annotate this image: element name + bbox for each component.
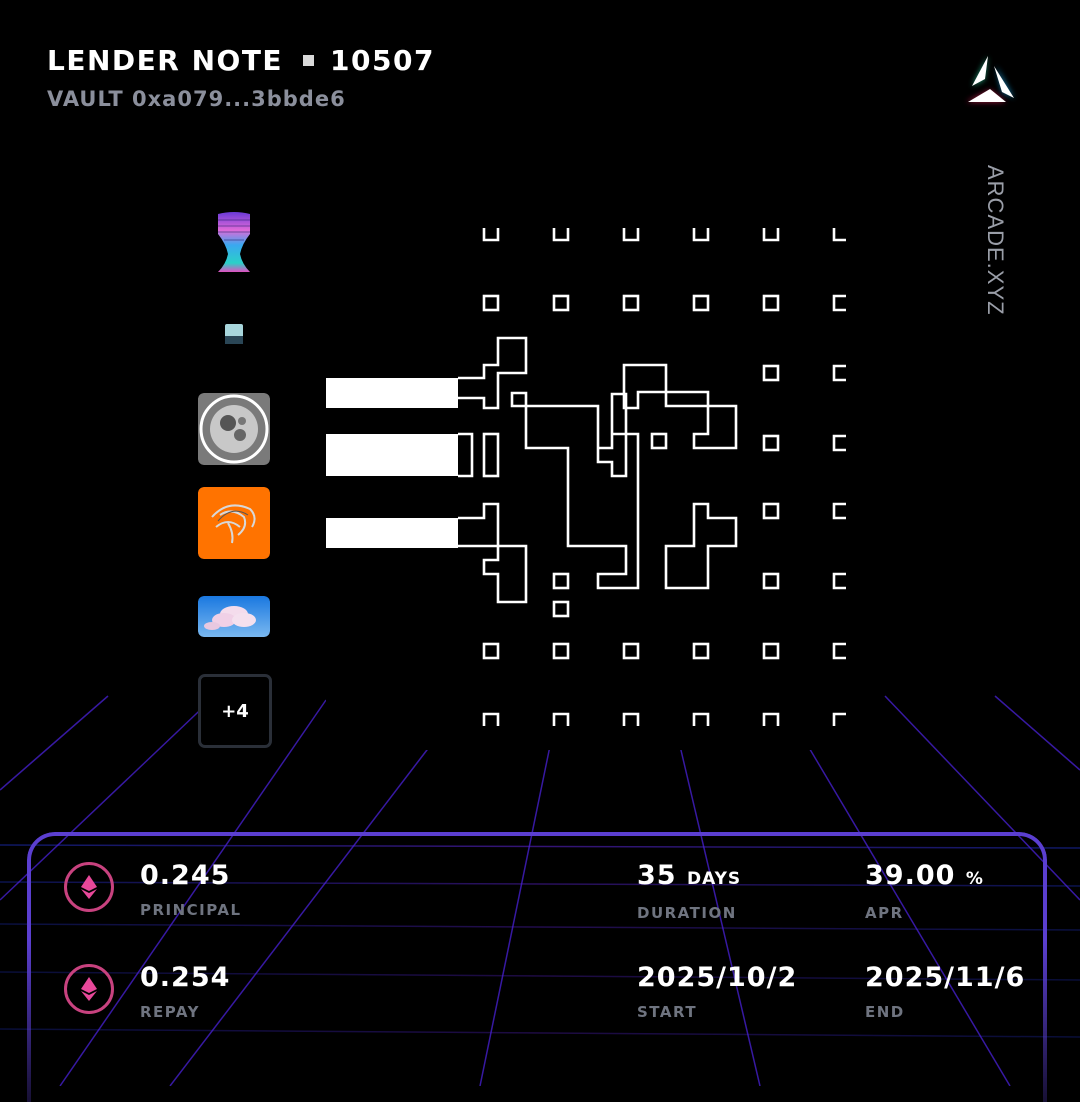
note-header: LENDER NOTE 10507 VAULT 0xa079...3bbde6: [47, 44, 435, 111]
generative-maze-art: [326, 210, 866, 750]
vault-address[interactable]: VAULT 0xa079...3bbde6: [47, 87, 346, 111]
note-id: 10507: [330, 44, 435, 77]
repay-ethereum-icon: [64, 964, 114, 1014]
apr-value: 39.00: [865, 860, 956, 891]
apr-unit: %: [965, 869, 984, 889]
repay-value: 0.254: [140, 962, 231, 993]
collateral-item-moon[interactable]: [198, 393, 270, 465]
principal-label: PRINCIPAL: [140, 901, 242, 919]
start-date-value: 2025/10/2: [637, 962, 798, 993]
apr-stat: 39.00 % APR: [865, 860, 984, 923]
repay-stat: 0.254 REPAY: [140, 962, 231, 1022]
collateral-item-clouds[interactable]: [198, 596, 270, 637]
start-date-label: START: [637, 1003, 698, 1021]
arcade-logo-icon[interactable]: [962, 52, 1024, 108]
duration-stat: 35 DAYS DURATION: [637, 860, 742, 923]
end-date-value: 2025/11/6: [865, 962, 1026, 993]
principal-value: 0.245: [140, 860, 231, 891]
duration-unit: DAYS: [686, 869, 742, 889]
duration-value: 35: [637, 860, 677, 891]
repay-label: REPAY: [140, 1003, 200, 1021]
page-title: LENDER NOTE 10507: [47, 44, 435, 77]
duration-label: DURATION: [637, 904, 737, 922]
principal-stat: 0.245 PRINCIPAL: [140, 860, 242, 920]
end-date-stat: 2025/11/6 END: [865, 962, 1026, 1022]
collateral-item-wave-vase[interactable]: [198, 210, 270, 274]
collateral-item-cube[interactable]: [198, 322, 270, 346]
more-collateral-button[interactable]: +4: [198, 674, 272, 748]
note-type-label: LENDER NOTE: [47, 44, 284, 77]
end-date-label: END: [865, 1003, 905, 1021]
apr-label: APR: [865, 904, 904, 922]
collateral-item-orange-creature[interactable]: [198, 487, 270, 559]
start-date-stat: 2025/10/2 START: [637, 962, 798, 1022]
brand-name[interactable]: ARCADE.XYZ: [983, 165, 1008, 316]
separator-square-icon: [303, 55, 315, 66]
principal-ethereum-icon: [64, 862, 114, 912]
loan-stats-card: [27, 832, 1047, 1102]
